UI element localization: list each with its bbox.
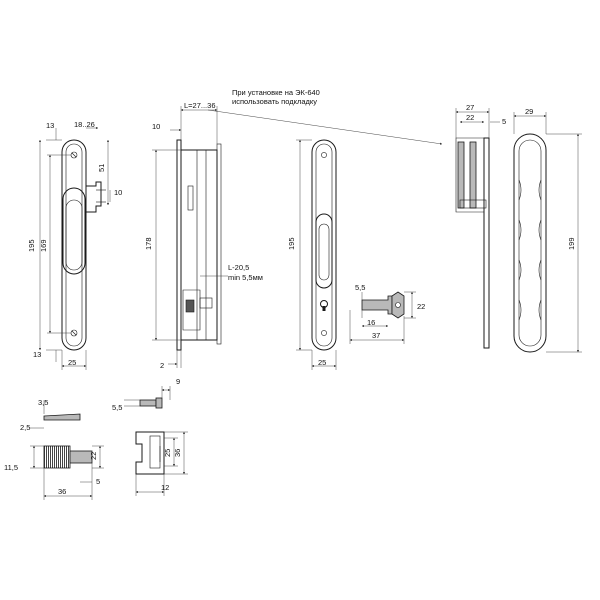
screw-shank — [139, 399, 157, 407]
note-line-2: использовать подкладку — [232, 97, 317, 106]
pin-collar-label: 2,5 — [20, 423, 30, 432]
pull-recess — [62, 187, 86, 275]
hook — [185, 299, 195, 313]
key-blade-length-label: 16 — [367, 318, 375, 327]
front-plate-inner-edge — [65, 143, 83, 347]
front-overall-height-label: 195 — [27, 239, 36, 252]
rear-plate-view: 195 25 — [287, 139, 337, 370]
pull-recess-inner — [65, 199, 83, 271]
installation-note: При установке на ЭК-640 использовать под… — [207, 88, 443, 145]
pin-detail-view: 3,5 2,5 11,5 22 36 5 — [4, 398, 104, 500]
key-overall-length-label: 37 — [372, 331, 380, 340]
rear-plate-outline — [311, 139, 337, 351]
hook-note-line-2: min 5,5мм — [228, 273, 263, 282]
key-bow-width-label: 22 — [417, 302, 425, 311]
screw-detail-view: 9 5,5 — [112, 377, 180, 412]
spacer-view: 27 22 5 — [455, 103, 506, 349]
rear-bottom-screw-hole — [321, 330, 327, 336]
side-slot — [187, 185, 194, 211]
front-bottom-offset-label: 13 — [33, 350, 41, 359]
front-head-width-label: 18..26 — [74, 120, 95, 129]
spacer-lip-label: 5 — [502, 117, 506, 126]
pin-length-label: 36 — [58, 487, 66, 496]
bracket-width-label: 12 — [161, 483, 169, 492]
pad-bumps — [518, 179, 542, 321]
key-blade — [361, 295, 393, 315]
pull-handle — [86, 181, 102, 213]
side-back-plate — [216, 143, 222, 345]
spacer-inner-width-label: 22 — [466, 113, 474, 122]
pin-height-label: 22 — [89, 452, 98, 460]
pad-height-label: 199 — [567, 237, 576, 250]
rear-overall-height-label: 195 — [287, 237, 296, 250]
spacer-total-width-label: 27 — [466, 103, 474, 112]
rear-recess — [315, 213, 333, 289]
front-top-offset-label: 13 — [46, 121, 54, 130]
pad-width-label: 29 — [525, 107, 533, 116]
side-plate-depth-label: 10 — [152, 122, 160, 131]
note-line-1: При установке на ЭК-640 — [232, 88, 320, 97]
pin-washer — [43, 413, 81, 421]
spacer-back — [483, 137, 490, 349]
front-plate-outline — [61, 139, 87, 351]
bracket-detail-view: 25 36 12 — [135, 431, 188, 496]
screw-length-label: 9 — [176, 377, 180, 386]
hook-mechanism — [182, 289, 201, 331]
spacer-profile — [455, 137, 485, 213]
pin-tip-label: 5 — [96, 477, 100, 486]
key-view: 5,5 16 37 22 — [349, 283, 425, 344]
side-plate-thickness-label: 2 — [160, 361, 164, 370]
key-head-height-label: 5,5 — [355, 283, 365, 292]
bracket-outer-label: 36 — [173, 449, 182, 457]
front-width-label: 25 — [68, 358, 76, 367]
front-hole-spacing-label: 169 — [39, 239, 48, 252]
rear-top-screw-hole — [321, 152, 327, 158]
front-pull-height-label: 51 — [97, 164, 106, 172]
pin-head-label: 3,5 — [38, 398, 48, 407]
pin-knurled-head — [43, 445, 71, 469]
pad-outline — [513, 133, 547, 353]
bracket-outline — [135, 431, 165, 475]
pad-view: 29 199 — [513, 107, 582, 353]
pin-stem-label: 11,5 — [4, 463, 18, 472]
keyhole-slot — [322, 306, 326, 311]
side-section-view: 178 10 L=27...36 L-20,5 min 5,5мм 2 — [144, 101, 263, 370]
rear-width-label: 25 — [318, 358, 326, 367]
pad-inner — [518, 139, 542, 347]
side-body-depth-label: L=27...36 — [184, 101, 216, 110]
screw-diameter-label: 5,5 — [112, 403, 122, 412]
side-body-height-label: 178 — [144, 237, 153, 250]
front-pull-depth-label: 10 — [114, 188, 122, 197]
front-plate-view: 195 169 13 13 25 18..26 51 10 — [27, 120, 122, 370]
screw-head — [155, 397, 163, 409]
note-leader-arrow — [207, 109, 443, 145]
side-plate — [176, 139, 182, 351]
bracket-inner-label: 25 — [163, 449, 172, 457]
hook-note-line-1: L-20,5 — [228, 263, 249, 272]
pin-stem — [69, 450, 93, 464]
